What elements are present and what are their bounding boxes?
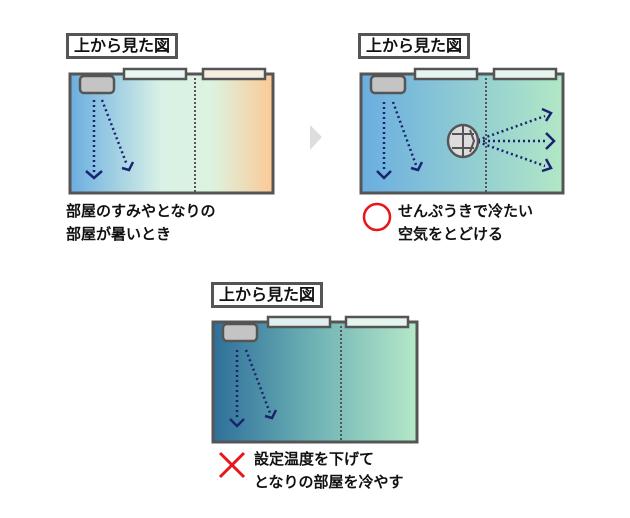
arrow-right-icon [310, 125, 322, 150]
panel-1-caption: 部屋のすみやとなりの部屋が暑いとき [66, 200, 216, 246]
panel-2-label: 上から見た図 [358, 33, 471, 59]
panel-3-label: 上から見た図 [211, 282, 324, 308]
window-icon [413, 67, 479, 81]
airflow-arrows [376, 101, 556, 180]
window-icon [492, 67, 558, 81]
panel-2-caption: せんぷうきで冷たい空気をとどける [398, 200, 533, 246]
panel-1-label: 上から見た図 [66, 33, 179, 59]
air-conditioner-icon [78, 74, 116, 95]
room-2 [359, 67, 565, 232]
room-1 [68, 67, 275, 195]
panel-3-caption: 設定温度を下げてとなりの部屋を冷やす [254, 448, 404, 494]
window-icon [201, 67, 267, 81]
airflow-arrows [229, 349, 278, 428]
caption-line: 設定温度を下げて [254, 450, 375, 468]
window-icon [266, 315, 332, 329]
caption-line: 部屋のすみやとなりの [66, 202, 216, 220]
caption-line: 空気をとどける [398, 225, 504, 243]
bad-cross-icon [218, 451, 246, 479]
good-circle-icon [362, 202, 392, 232]
air-conditioner-icon [221, 322, 259, 343]
electric-fan-icon [446, 123, 480, 159]
caption-line: せんぷうきで冷たい [398, 202, 534, 220]
window-icon [122, 67, 188, 81]
airflow-arrows [85, 99, 135, 180]
room-3 [211, 315, 419, 479]
caption-line: 部屋が暑いとき [66, 225, 172, 243]
window-icon [344, 315, 410, 329]
caption-line: となりの部屋を冷やす [254, 473, 404, 491]
air-conditioner-icon [369, 74, 407, 95]
